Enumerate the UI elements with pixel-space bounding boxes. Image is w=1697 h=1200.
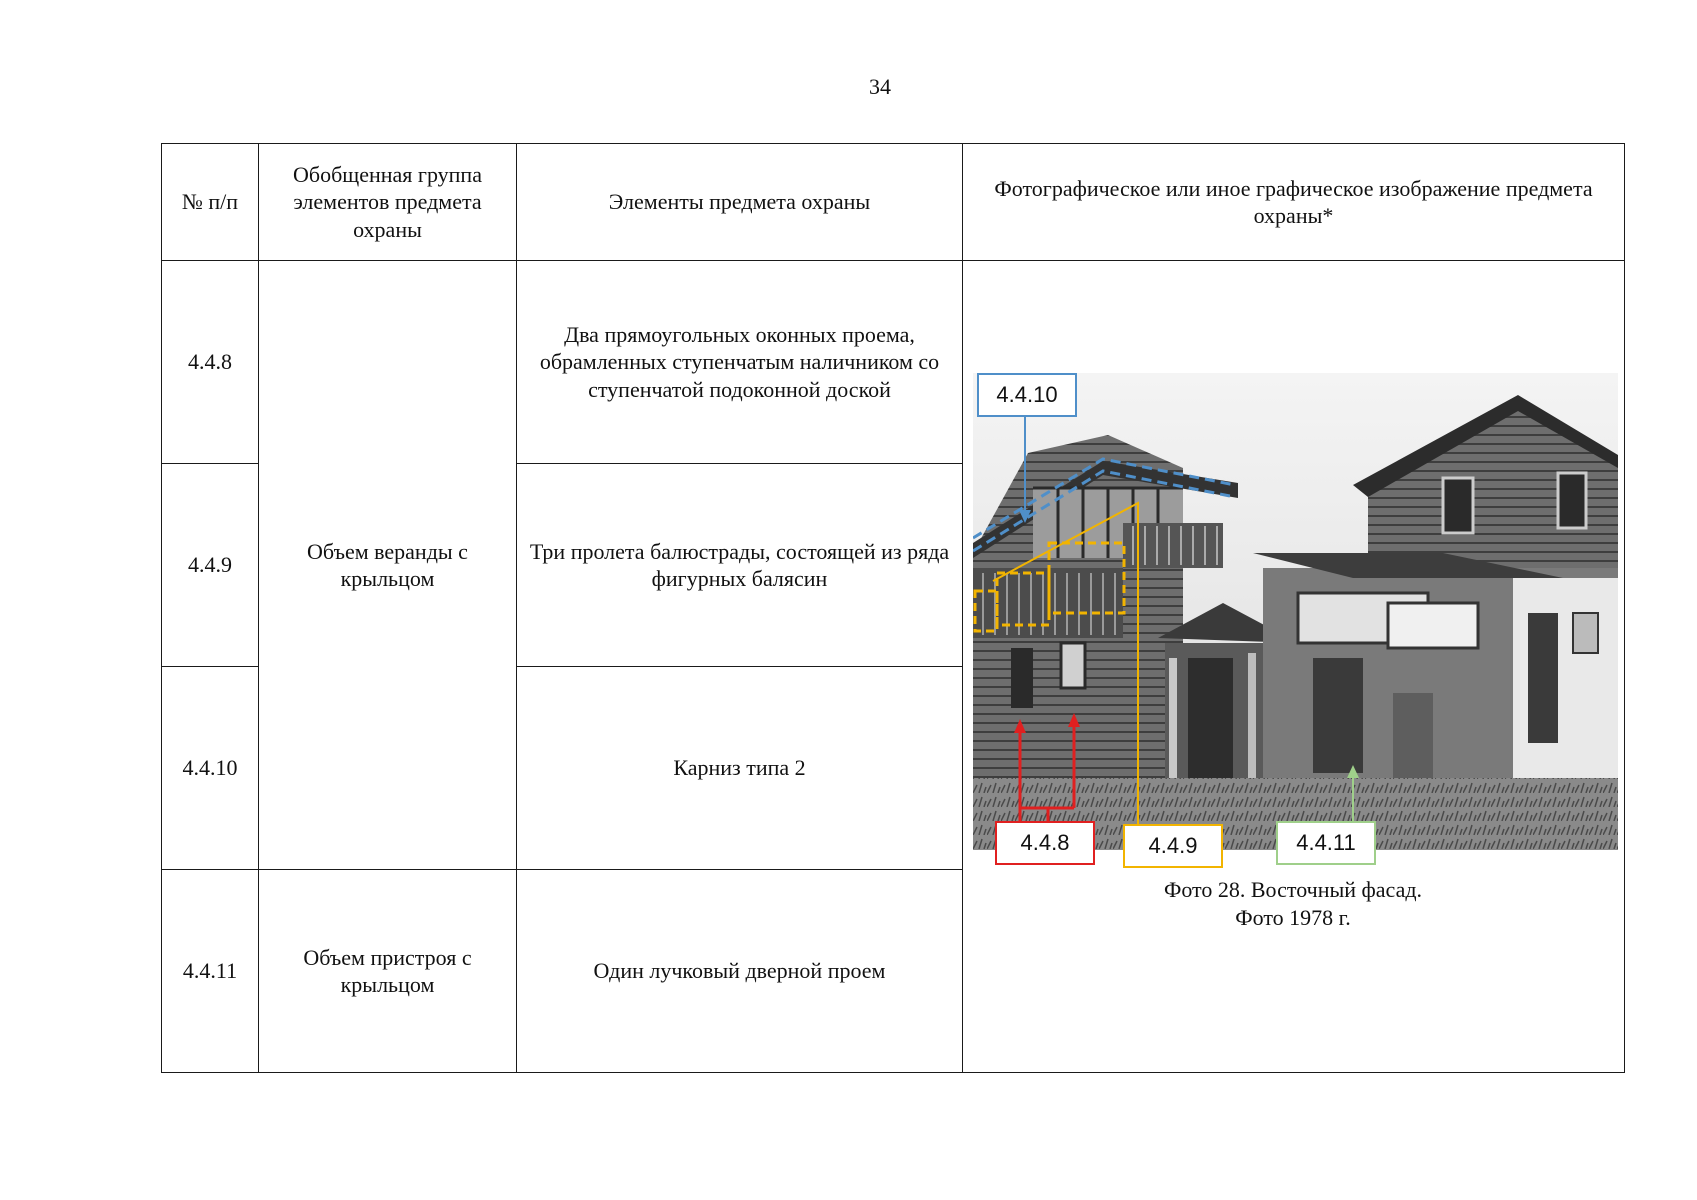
- row-number: 4.4.9: [161, 463, 259, 667]
- row-number: 4.4.11: [161, 869, 259, 1073]
- header-group: Обобщенная группа элементов предмета охр…: [258, 143, 517, 261]
- callout-4-4-9: 4.4.9: [1123, 824, 1223, 868]
- callout-4-4-10: 4.4.10: [977, 373, 1077, 417]
- caption-line-1: Фото 28. Восточный фасад.: [1163, 877, 1423, 902]
- photo-caption: Фото 28. Восточный фасад. Фото 1978 г.: [963, 876, 1623, 931]
- header-image: Фотографическое или иное графическое изо…: [962, 143, 1625, 261]
- element-cell: Один лучковый дверной проем: [516, 869, 963, 1073]
- group-cell: Объем пристроя с крыльцом: [258, 869, 517, 1073]
- protection-elements-table: № п/п Обобщенная группа элементов предме…: [161, 143, 1625, 1073]
- table-row: 4.4.8 Объем веранды с крыльцом Два прямо…: [161, 260, 1625, 1073]
- group-cell: Объем веранды с крыльцом: [258, 260, 517, 870]
- table-header-row: № п/п Обобщенная группа элементов предме…: [161, 143, 1625, 261]
- facade-photo: [973, 373, 1618, 850]
- table-row: 4.4.10 Карниз типа 2: [161, 666, 1625, 870]
- caption-line-2: Фото 1978 г.: [1235, 904, 1351, 930]
- callout-4-4-11: 4.4.11: [1276, 821, 1376, 865]
- header-elements: Элементы предмета охраны: [516, 143, 963, 261]
- element-cell: Два прямоугольных оконных проема, обрамл…: [516, 260, 963, 464]
- header-number: № п/п: [161, 143, 259, 261]
- row-number: 4.4.8: [161, 260, 259, 464]
- element-cell: Три пролета балюстрады, состоящей из ряд…: [516, 463, 963, 667]
- callout-4-4-8: 4.4.8: [995, 821, 1095, 865]
- row-number: 4.4.10: [161, 666, 259, 870]
- element-cell: Карниз типа 2: [516, 666, 963, 870]
- table-row: 4.4.9 Три пролета балюстрады, состоящей …: [161, 463, 1625, 667]
- photo-cell: 4.4.10 4.4.8 4.4.9 4.4.11 Фото 28. Восто…: [962, 260, 1625, 1073]
- table-row: 4.4.11 Объем пристроя с крыльцом Один лу…: [161, 869, 1625, 1073]
- page-number: 34: [869, 74, 891, 99]
- photo-figure: 4.4.10 4.4.8 4.4.9 4.4.11 Фото 28. Восто…: [963, 261, 1624, 1072]
